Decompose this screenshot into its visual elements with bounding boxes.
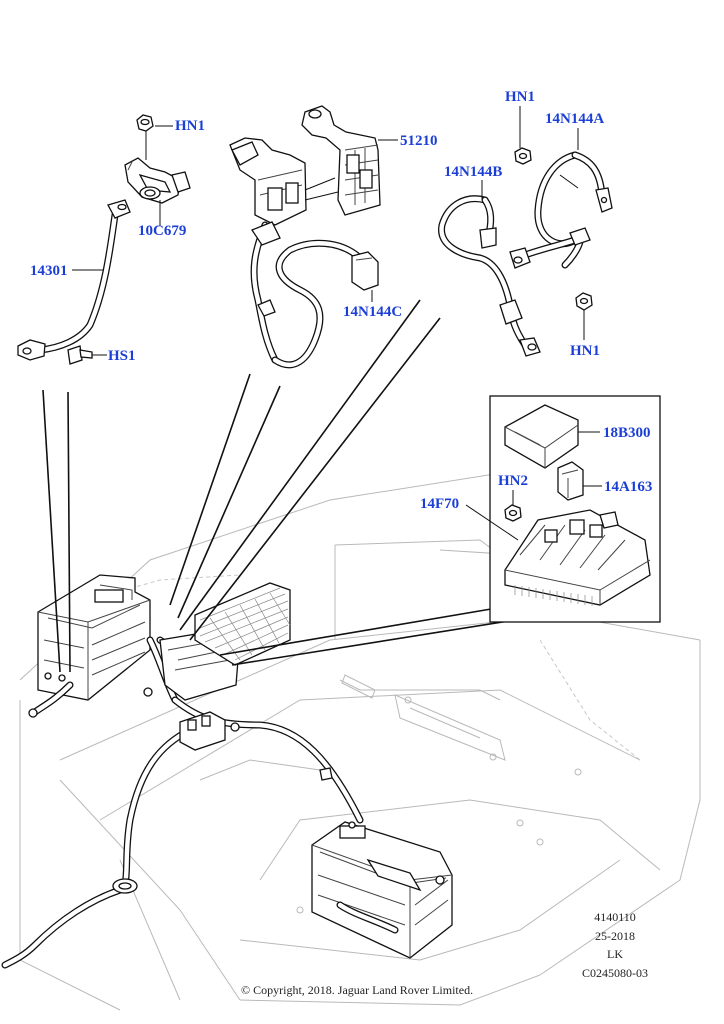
14301-ground-cable xyxy=(17,199,131,361)
reference-date: 25-2018 xyxy=(595,928,635,943)
hn1-nut-right-top xyxy=(514,106,532,165)
inset-14f70 xyxy=(465,395,661,623)
hs1-bolt xyxy=(67,345,107,365)
callout-hn2: HN2 xyxy=(498,473,528,489)
terminal-unit-left xyxy=(229,137,339,226)
callout-10c679: 10C679 xyxy=(138,223,187,239)
callout-hn1-right-bottom: HN1 xyxy=(570,343,600,359)
diagram-reference-block: 4140110 25-2018 LK C0245080-03 xyxy=(578,908,652,982)
14n144b-cable xyxy=(438,180,541,357)
51210-terminal-unit xyxy=(301,105,398,216)
callout-14n144c: 14N144C xyxy=(343,304,403,320)
callout-hs1: HS1 xyxy=(108,348,136,364)
reference-illustration-id: C0245080-03 xyxy=(582,965,648,980)
callout-14n144b: 14N144B xyxy=(444,164,503,180)
14n144a-cable xyxy=(509,128,613,269)
reference-code: LK xyxy=(607,947,623,962)
front-harness xyxy=(1,582,364,969)
callout-14301: 14301 xyxy=(30,263,68,279)
callout-hn1-right-top: HN1 xyxy=(505,89,535,105)
hn1-nut-right-bottom xyxy=(575,292,593,340)
front-battery xyxy=(37,574,151,701)
callout-14f70: 14F70 xyxy=(420,496,460,512)
callout-18b300: 18B300 xyxy=(603,425,651,441)
rear-battery xyxy=(311,821,453,959)
vehicle-floor-outline xyxy=(19,469,701,1011)
10c679-sensor xyxy=(124,157,191,226)
hn1-nut-top xyxy=(136,114,173,160)
callout-14a163: 14A163 xyxy=(604,479,653,495)
pointer-lines xyxy=(42,299,516,673)
14n144c-cable xyxy=(250,221,379,369)
callout-hn1-top: HN1 xyxy=(175,118,205,134)
reference-number: 4140110 xyxy=(594,910,636,924)
callout-14n144a: 14N144A xyxy=(545,111,605,127)
callout-51210: 51210 xyxy=(400,133,438,149)
copyright-notice: © Copyright, 2018. Jaguar Land Rover Lim… xyxy=(241,983,474,997)
